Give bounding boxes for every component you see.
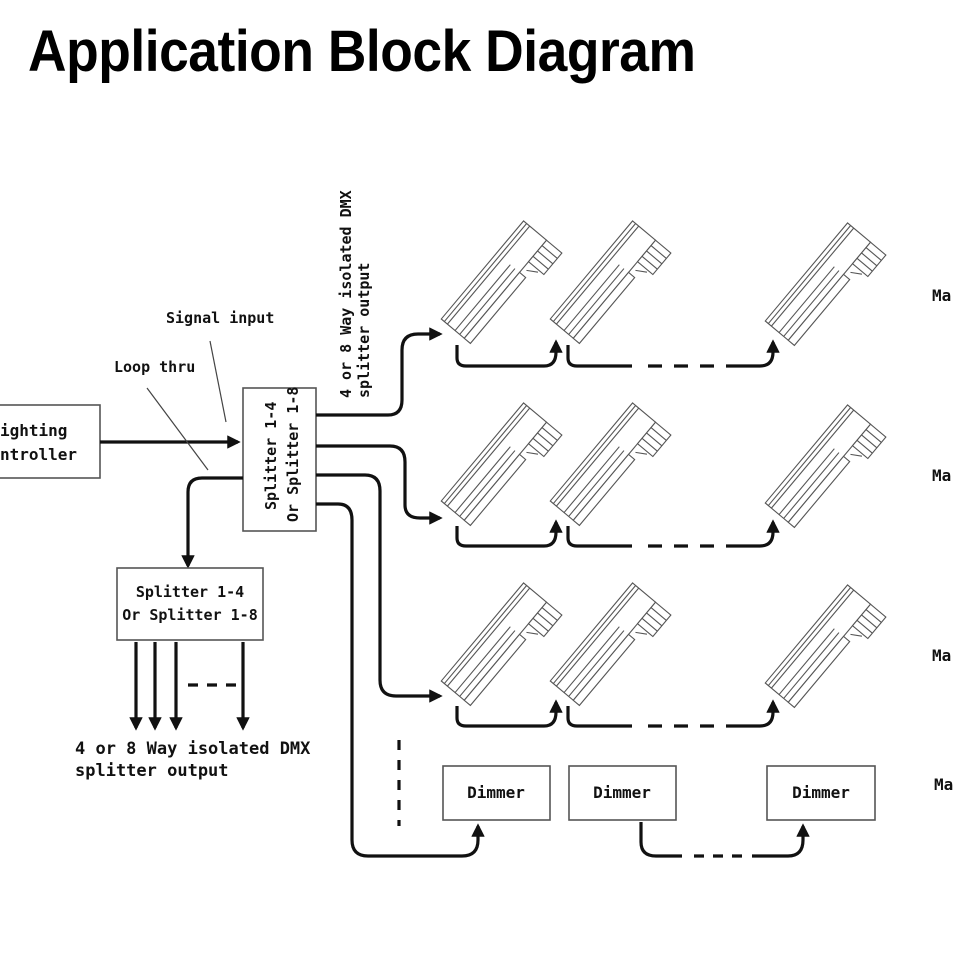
top-output-label-line2: splitter output xyxy=(355,263,373,398)
dimmer-box-2 xyxy=(568,765,677,821)
daisy-chain-wire xyxy=(726,519,780,548)
fixture-row-3 xyxy=(440,582,887,728)
daisy-chain-wire xyxy=(566,345,632,368)
row-label-4: Ma xyxy=(934,775,953,794)
fixture xyxy=(549,582,672,714)
lighting-controller-box xyxy=(0,404,101,479)
fixture xyxy=(440,402,563,534)
signal-input-label: Signal input xyxy=(166,309,274,327)
dimmer-row: Dimmer Dimmer Dimmer xyxy=(442,765,876,858)
fixture xyxy=(549,402,672,534)
fixture xyxy=(764,222,887,354)
top-output-label-line1: 4 or 8 Way isolated DMX xyxy=(337,190,355,398)
daisy-chain-wire xyxy=(566,526,632,548)
loop-thru-label: Loop thru xyxy=(114,358,195,376)
daisy-chain-wire xyxy=(726,339,780,368)
daisy-chain-wire xyxy=(726,699,780,728)
dimmer-label-3: Dimmer xyxy=(792,783,850,802)
output-1-wire xyxy=(316,327,443,417)
bottom-output-label-line2: splitter output xyxy=(75,761,229,781)
fixture xyxy=(440,582,563,714)
fixture xyxy=(549,220,672,352)
dimmer-box-1 xyxy=(442,765,551,821)
dimmer-box-3 xyxy=(766,765,876,821)
loop-thru-leader xyxy=(146,387,209,471)
controller-label-line1: ighting xyxy=(0,421,67,440)
page-title: Application Block Diagram xyxy=(28,19,696,84)
dimmer-label-2: Dimmer xyxy=(593,783,651,802)
daisy-chain-wire xyxy=(566,706,632,728)
secondary-splitter-line2: Or Splitter 1-8 xyxy=(122,606,257,624)
dimmer-chain-wire xyxy=(639,822,682,858)
output-4-wire xyxy=(316,502,485,858)
secondary-splitter-box xyxy=(116,567,264,641)
controller-label-line2: ntroller xyxy=(0,445,77,464)
fixture xyxy=(764,584,887,716)
loop-thru-wire xyxy=(181,476,243,569)
fixture-row-1 xyxy=(440,220,887,368)
bottom-output-label-line1: 4 or 8 Way isolated DMX xyxy=(75,739,311,759)
row-label-1: Ma xyxy=(932,286,951,305)
secondary-splitter-line1: Splitter 1-4 xyxy=(136,583,244,601)
output-2-wire xyxy=(316,444,443,525)
row-label-2: Ma xyxy=(932,466,951,485)
output-3-wire xyxy=(316,473,443,703)
main-splitter-line1: Splitter 1-4 xyxy=(262,402,280,510)
fixture xyxy=(440,220,563,352)
daisy-chain-wire xyxy=(455,519,563,548)
dimmer-chain-wire xyxy=(752,823,810,858)
main-splitter-box xyxy=(242,387,317,532)
daisy-chain-wire xyxy=(455,339,563,368)
daisy-chain-wire xyxy=(455,699,563,728)
dimmer-label-1: Dimmer xyxy=(467,783,525,802)
row-label-3: Ma xyxy=(932,646,951,665)
fixture-row-2 xyxy=(440,402,887,548)
main-splitter-line2: Or Splitter 1-8 xyxy=(284,387,302,522)
signal-input-leader xyxy=(209,340,227,423)
fixture xyxy=(764,404,887,536)
